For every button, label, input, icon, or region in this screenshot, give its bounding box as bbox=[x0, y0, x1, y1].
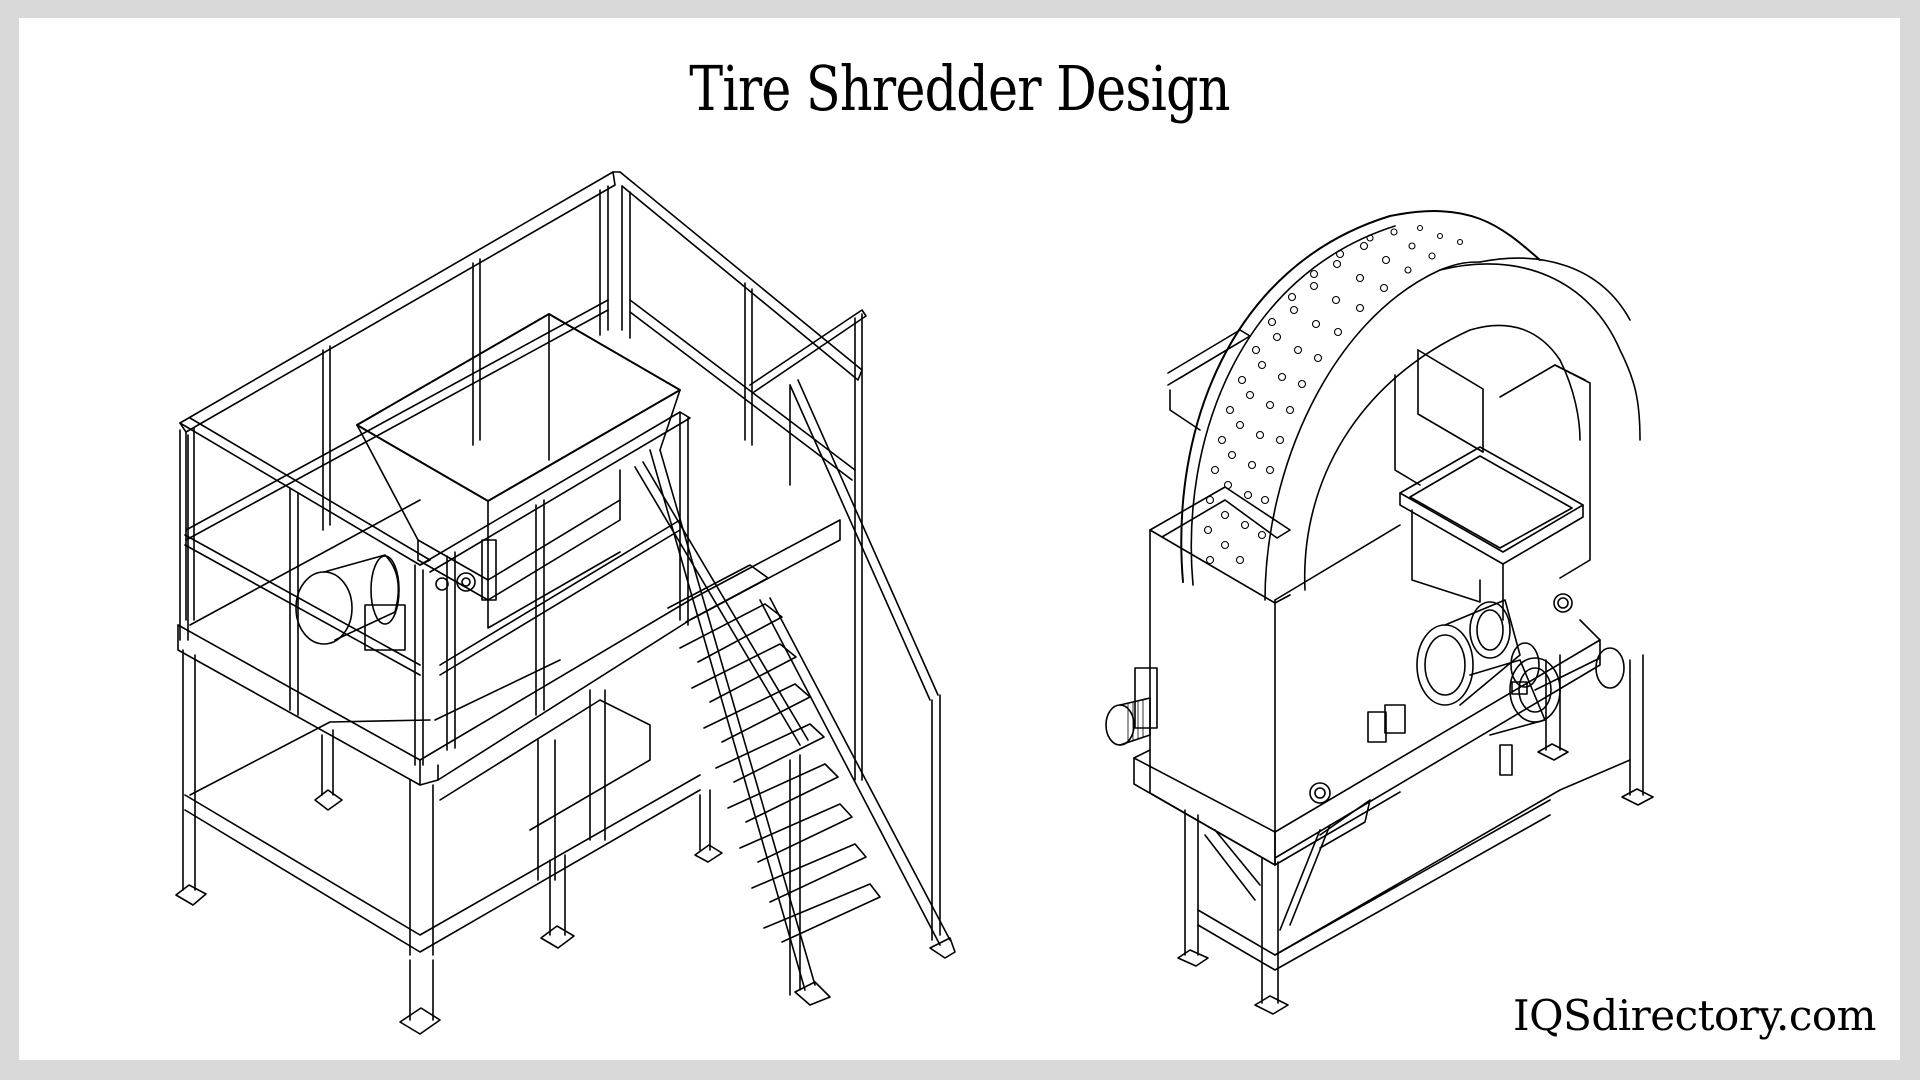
diagram-canvas: Tire Shredder Design bbox=[19, 18, 1900, 1060]
left-shredder-illustration bbox=[176, 172, 955, 1034]
right-shredder-illustration bbox=[1106, 211, 1653, 1014]
platform-deck bbox=[176, 500, 840, 1034]
platform-railing bbox=[180, 172, 866, 780]
drive-motors bbox=[1417, 600, 1624, 735]
drum-perforations bbox=[1205, 226, 1463, 564]
site-watermark: IQSdirectory.com bbox=[1513, 991, 1876, 1040]
shredder-housing-box bbox=[1150, 350, 1590, 865]
side-gear-knob bbox=[1106, 668, 1157, 745]
access-stairs bbox=[635, 380, 955, 1005]
feed-hopper bbox=[357, 314, 680, 580]
machine-base-frame bbox=[1134, 620, 1653, 1014]
perforated-drum bbox=[1181, 211, 1640, 600]
diagram-title: Tire Shredder Design bbox=[689, 52, 1230, 125]
illustrations bbox=[19, 18, 1900, 1060]
shredder-housing bbox=[296, 470, 620, 650]
rear-feed-chute bbox=[1168, 330, 1250, 430]
